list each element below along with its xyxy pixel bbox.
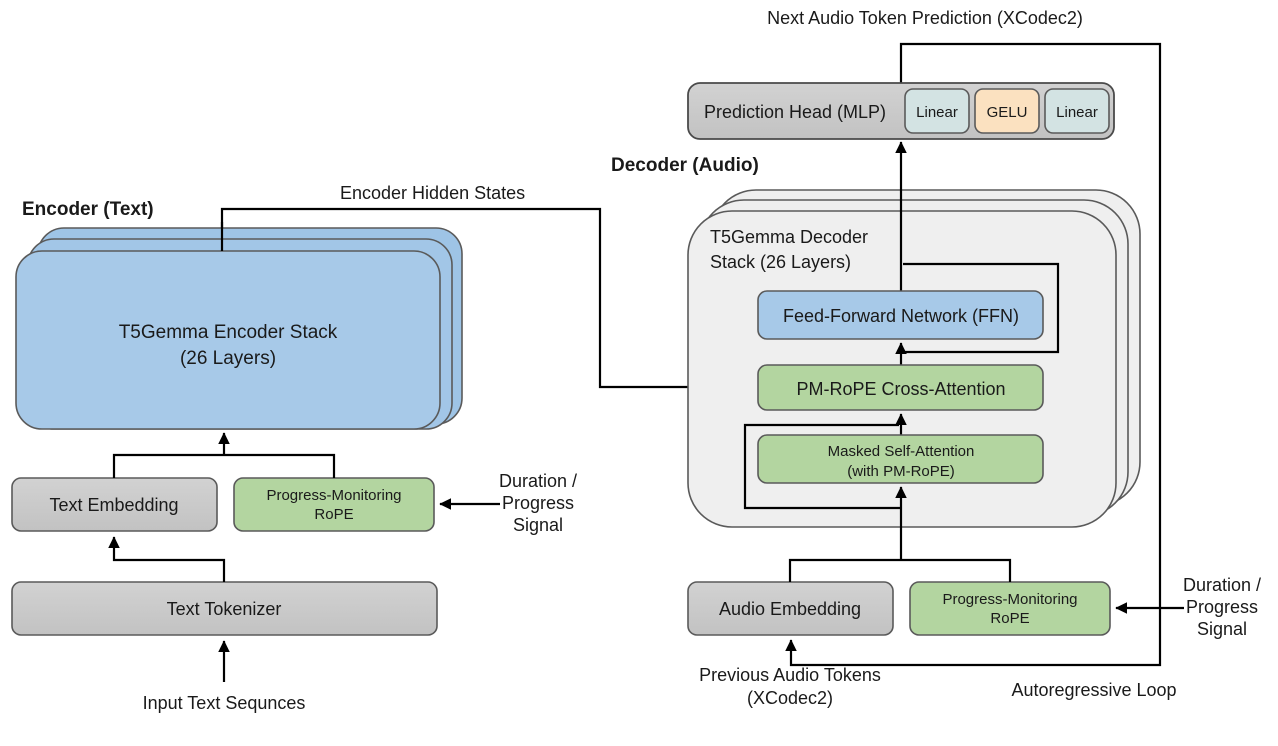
decoder-duration-signal-line2: Progress: [1186, 597, 1258, 617]
encoder-progress-rope-line1: Progress-Monitoring: [266, 487, 401, 504]
encoder-hidden-states-path: [220, 207, 749, 393]
prediction-head-gelu: [974, 88, 1040, 134]
text-tokenizer-box: Text Tokenizer: [11, 581, 438, 636]
encoder-duration-signal-line3: Signal: [513, 515, 563, 535]
tokenizer-to-embedding-edge: [108, 536, 226, 582]
encoder-section-label: Encoder (Text): [22, 199, 154, 220]
prediction-head-label: Prediction Head (MLP): [704, 102, 886, 122]
encoder-duration-signal-line2: Progress: [502, 493, 574, 513]
encoder-hidden-states-label: Encoder Hidden States: [340, 183, 525, 203]
encoder-duration-signal-line1: Duration /: [499, 471, 577, 491]
decoder-stack-label-line1: T5Gemma Decoder: [710, 227, 868, 247]
encoder-progress-rope-box: Progress-Monitoring RoPE: [233, 477, 435, 532]
self-attention-box: Masked Self-Attention (with PM-RoPE): [757, 434, 1044, 484]
decoder-progress-rope-line2: RoPE: [990, 610, 1029, 627]
encoder-merge-edge: [112, 453, 336, 478]
audio-embedding-label: Audio Embedding: [719, 599, 861, 619]
cross-attention-box: PM-RoPE Cross-Attention: [757, 364, 1044, 411]
prediction-head-linear-2: [1044, 88, 1110, 134]
cross-attention-label: PM-RoPE Cross-Attention: [796, 379, 1005, 399]
decoder-merge-edge: [788, 558, 1012, 582]
encoder-progress-rope-line2: RoPE: [314, 506, 353, 523]
selfattn-residual-edge: [743, 423, 901, 510]
text-embedding-label: Text Embedding: [49, 495, 178, 515]
decoder-progress-rope-line1: Progress-Monitoring: [942, 591, 1077, 608]
encoder-stack-label-line1: T5Gemma Encoder Stack: [119, 322, 338, 343]
autoregressive-loop-label: Autoregressive Loop: [1011, 680, 1176, 700]
prediction-head-linear-1: [904, 88, 970, 134]
ffn-box: Feed-Forward Network (FFN): [757, 290, 1044, 340]
top-title: Next Audio Token Prediction (XCodec2): [767, 8, 1083, 28]
previous-audio-tokens-line2: (XCodec2): [747, 688, 833, 708]
previous-audio-tokens-line1: Previous Audio Tokens: [699, 665, 881, 685]
decoder-duration-signal-line3: Signal: [1197, 619, 1247, 639]
ffn-label: Feed-Forward Network (FFN): [783, 306, 1019, 326]
text-tokenizer-label: Text Tokenizer: [167, 599, 282, 619]
decoder-duration-signal-line1: Duration /: [1183, 575, 1261, 595]
prediction-head-linear-1-label: Linear: [916, 104, 958, 121]
ffn-residual-edge: [901, 262, 1060, 354]
autoregressive-loop-edge: [785, 42, 1162, 667]
input-text-caption: Input Text Sequnces: [143, 693, 306, 713]
encoder-stack: T5Gemma Encoder Stack (26 Layers): [15, 227, 463, 430]
self-attention-label-line2: (with PM-RoPE): [847, 463, 955, 480]
text-embedding-box: Text Embedding: [11, 477, 218, 532]
audio-embedding-box: Audio Embedding: [687, 581, 894, 636]
decoder-section-label: Decoder (Audio): [611, 155, 759, 176]
decoder-stack-label-line2: Stack (26 Layers): [710, 252, 851, 272]
prediction-head-box: Prediction Head (MLP) Linear GELU Linear: [687, 82, 1115, 140]
prediction-head-linear-2-label: Linear: [1056, 104, 1098, 121]
encoder-stack-label-line2: (26 Layers): [180, 348, 276, 369]
decoder-progress-rope-box: Progress-Monitoring RoPE: [909, 581, 1111, 636]
self-attention-label-line1: Masked Self-Attention: [828, 443, 975, 460]
prediction-head-gelu-label: GELU: [987, 104, 1028, 121]
